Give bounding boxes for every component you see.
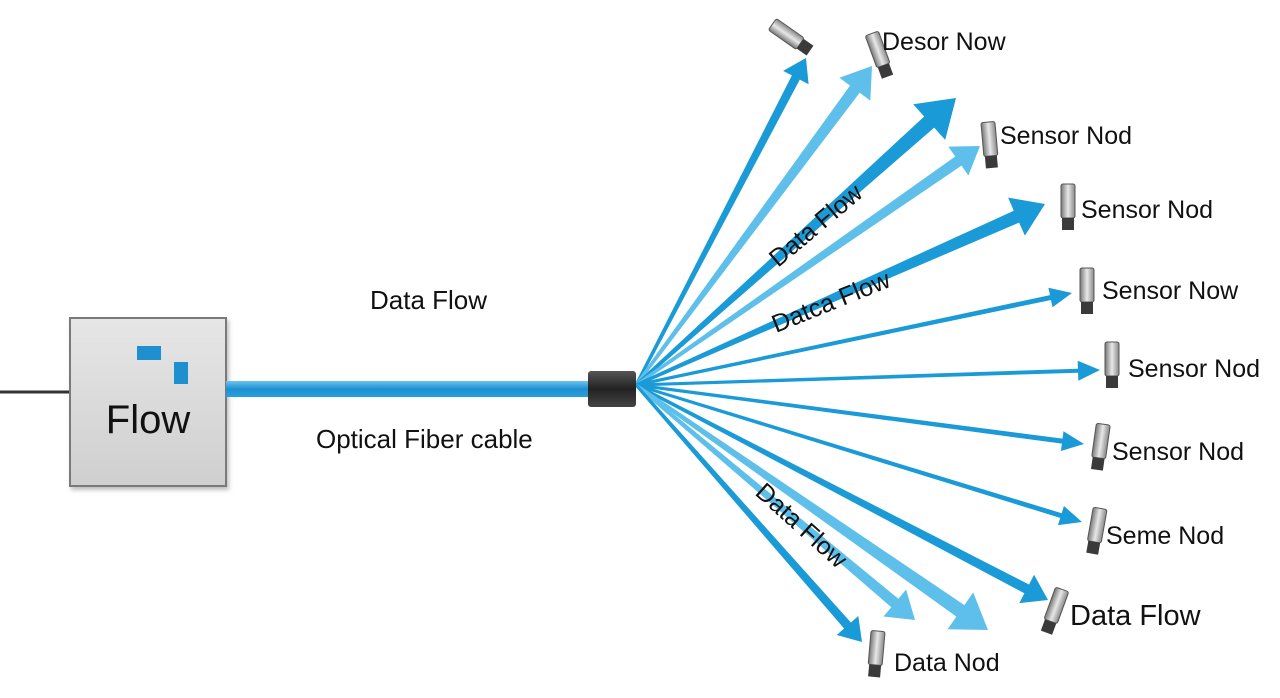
data-flow-arrow xyxy=(636,360,1100,387)
sensor-node: Desor Now xyxy=(865,28,1007,79)
cable-label-top: Data Flow xyxy=(370,285,487,315)
sensor-device-icon xyxy=(1086,506,1108,555)
data-flow-arrow xyxy=(634,384,862,642)
data-flow-arrow xyxy=(635,197,1045,387)
source-box: Flow xyxy=(69,317,227,487)
data-flow-arrow xyxy=(635,383,1084,451)
sensor-node: Data Flow xyxy=(1040,587,1202,635)
fanout-arrows xyxy=(634,58,1100,642)
data-flow-arrow xyxy=(635,383,988,630)
sensor-node-label: Data Nod xyxy=(894,649,1000,677)
data-flow-arrow xyxy=(635,383,915,620)
cable-connector xyxy=(588,371,636,407)
data-flow-arrow xyxy=(635,383,1048,604)
sensor-node: Sensor Nod xyxy=(1104,341,1260,388)
sensor-device-icon xyxy=(1079,267,1095,314)
source-box-label: Flow xyxy=(106,398,191,442)
sensor-device-icon xyxy=(1090,423,1111,471)
data-flow-arrow xyxy=(635,98,956,387)
data-flow-arrow xyxy=(635,287,1072,387)
sensor-node-label: Sensor Nod xyxy=(1081,196,1213,224)
data-flow-arrow xyxy=(634,66,872,386)
sensor-device-icon xyxy=(1040,587,1069,635)
data-flow-arrow xyxy=(635,146,980,387)
sensor-device-icon xyxy=(1060,183,1076,230)
sensor-node-label: Sensor Nod xyxy=(1000,122,1132,150)
sensor-node: Sensor Nod xyxy=(1060,183,1213,230)
box-square-icon xyxy=(137,346,161,360)
box-square-icon xyxy=(174,362,188,384)
data-flow-arrow xyxy=(635,383,1082,526)
sensor-device-icon xyxy=(768,18,814,56)
sensor-device-icon xyxy=(867,630,886,678)
sensor-device-icon xyxy=(865,31,894,79)
sensor-device-icon xyxy=(1104,341,1120,388)
sensor-node: Seme Nod xyxy=(1086,506,1224,555)
sensor-node-label: Desor Now xyxy=(882,28,1007,56)
sensor-node: Data Nod xyxy=(867,630,1000,678)
sensor-node-label: Sensor Nod xyxy=(1128,355,1260,383)
sensor-node: Sensor Now xyxy=(1079,267,1239,314)
sensor-node-label: Sensor Nod xyxy=(1112,438,1244,466)
sensor-node: Sensor Nod xyxy=(980,121,1132,169)
data-flow-arrow xyxy=(634,58,809,386)
sensor-node-label: Sensor Now xyxy=(1102,277,1239,305)
sensor-node: Sensor Nod xyxy=(1090,423,1244,471)
sensor-node xyxy=(768,18,814,56)
optical-fiber-cable xyxy=(226,381,592,397)
sensor-node-label: Data Flow xyxy=(1070,600,1202,632)
sensor-node-label: Seme Nod xyxy=(1106,522,1224,550)
sensor-device-icon xyxy=(980,121,999,169)
cable-label-bottom: Optical Fiber cable xyxy=(316,424,533,454)
